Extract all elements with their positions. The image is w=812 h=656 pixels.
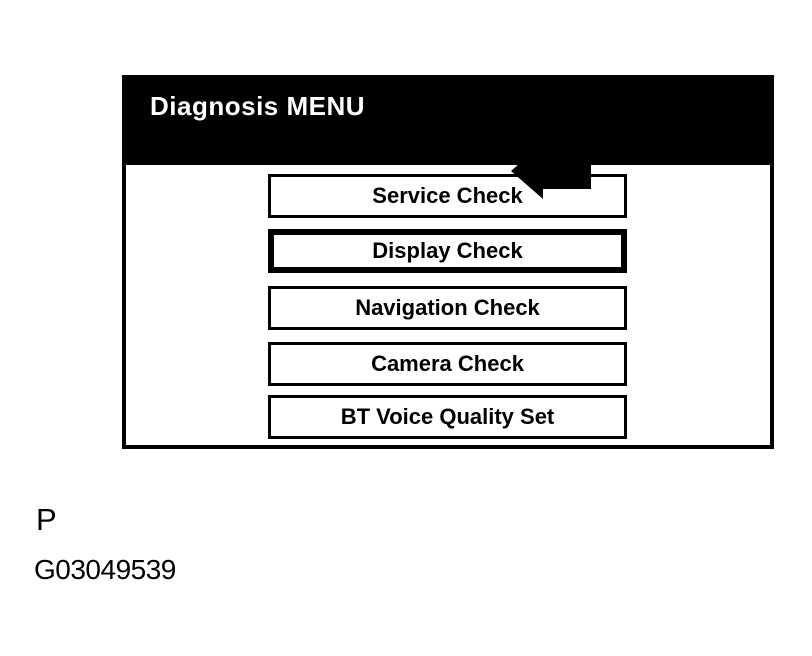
menu-button-label: Service Check — [372, 183, 523, 208]
left-arrow-icon — [511, 143, 591, 199]
page-marker: P — [36, 502, 57, 537]
menu-button-camera-check[interactable]: Camera Check — [268, 342, 627, 386]
menu-button-label: Navigation Check — [355, 295, 540, 320]
screen-title: Diagnosis MENU — [150, 91, 366, 121]
menu-button-bt-voice-quality-set[interactable]: BT Voice Quality Set — [268, 395, 627, 439]
menu-button-label: BT Voice Quality Set — [340, 404, 555, 429]
diagnosis-screen: Diagnosis MENU Service Check Display Che… — [122, 75, 774, 449]
menu-button-label: Camera Check — [371, 351, 524, 376]
figure-id: G03049539 — [34, 554, 176, 585]
menu-button-display-check[interactable]: Display Check — [268, 229, 627, 273]
screen-header: Diagnosis MENU — [126, 79, 770, 165]
menu-button-navigation-check[interactable]: Navigation Check — [268, 286, 627, 330]
menu-button-label: Display Check — [372, 238, 523, 263]
